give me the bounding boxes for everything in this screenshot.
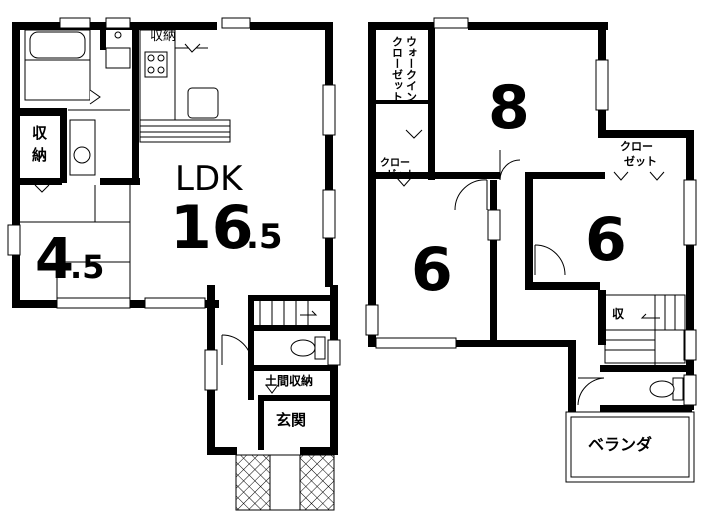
stove-icon xyxy=(144,51,168,78)
bathroom xyxy=(24,29,131,176)
storage-top-label: 収納 xyxy=(150,29,176,44)
room-left-6-size: 6 xyxy=(411,235,453,305)
tatami-room xyxy=(20,184,131,300)
bathtub-icon xyxy=(29,31,86,59)
washbasin-icon xyxy=(73,146,91,164)
ldk-label: LDK xyxy=(175,159,244,199)
balcony-label: ベランダ xyxy=(588,435,652,454)
floor-1-stairs xyxy=(259,300,318,325)
closet-right-label-1: クロー xyxy=(620,140,653,153)
storage-left-label-1: 収 xyxy=(32,124,48,142)
storage-left-label-2: 納 xyxy=(32,146,47,164)
closet-left-label-1: クロー xyxy=(380,157,410,169)
toilet-icon xyxy=(649,380,675,398)
room-8-size: 8 xyxy=(488,73,530,143)
room-4-5-size-dec: .5 xyxy=(70,248,104,286)
sink-icon xyxy=(187,87,219,119)
floor-2-stairs xyxy=(604,294,686,365)
small-storage-label: 収 xyxy=(612,307,625,321)
ldk-size-int: 16 xyxy=(170,193,254,263)
closet-right-label-2: ゼット xyxy=(624,154,657,168)
floor-2-toilet xyxy=(649,377,684,401)
walkin-label-2: クローゼット xyxy=(391,36,404,102)
floor-2: ウォークイン クローゼット 8 6 6 クロー ゼット クロー ゼット 収 ベラ… xyxy=(365,17,697,483)
closet-left-label-2: ゼット xyxy=(386,168,416,181)
ldk-size-dec: .5 xyxy=(246,217,283,257)
floor-1-toilet xyxy=(290,336,326,360)
room-4-5-size-int: 4 xyxy=(35,227,74,292)
kitchen xyxy=(139,29,231,143)
walkin-label-1: ウォークイン xyxy=(405,36,418,102)
floor-2-windows xyxy=(365,17,697,406)
shoe-storage-label: 土間収納 xyxy=(265,373,313,388)
toilet-icon xyxy=(290,339,316,357)
entrance-label: 玄関 xyxy=(276,411,306,429)
walkin-closet-label: ウォークイン クローゼット xyxy=(391,36,418,102)
floor-2-doors xyxy=(396,129,665,406)
floor-1-windows xyxy=(7,17,341,391)
floor-1: 収納 収 納 LDK 16 .5 4 .5 土間収納 玄関 xyxy=(7,17,341,511)
balcony xyxy=(565,411,695,483)
room-right-6-size: 6 xyxy=(585,205,627,275)
